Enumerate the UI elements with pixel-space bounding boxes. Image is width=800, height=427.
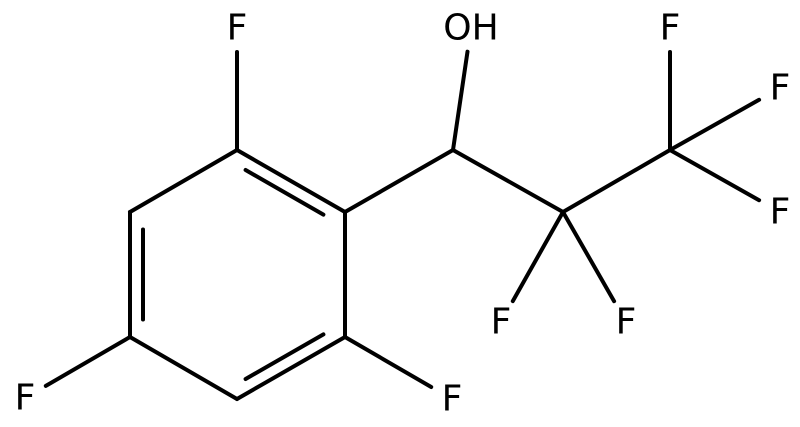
bond-c1-c7 [343,148,455,214]
atom-label-f-c9b: F [770,68,791,109]
bond-c1-c2-inner [243,168,326,217]
bond-c2-c3 [128,148,239,214]
bond-c4-c5 [128,335,239,401]
atom-label-f-c4: F [15,378,36,419]
bond-c6-f-c6 [343,335,434,389]
bond-layer [43,49,762,401]
bond-c5-c6 [235,335,347,401]
bond-c9-f-c9b [668,97,762,152]
atom-label-f-c9a: F [660,8,681,49]
bond-c4-f-c4 [43,335,132,388]
bond-c8-c9 [561,148,672,214]
atom-label-f-c2: F [227,8,248,49]
atom-label-f-c8b: F [616,302,637,343]
atom-label-f-c8a: F [491,302,512,343]
bond-c8-f-c8b [561,210,617,304]
bond-c1-c2 [235,148,347,214]
atom-label-f-c9c: F [770,192,791,233]
bond-c7-oh [451,49,470,152]
bond-c7-c8 [451,148,565,214]
bond-c8-f-c8a [510,210,565,304]
atom-label-f-c6: F [442,379,463,420]
atom-label-oh: OH [443,8,498,49]
bond-c5-c6-inner [243,332,326,381]
bond-c9-f-c9c [668,148,762,203]
